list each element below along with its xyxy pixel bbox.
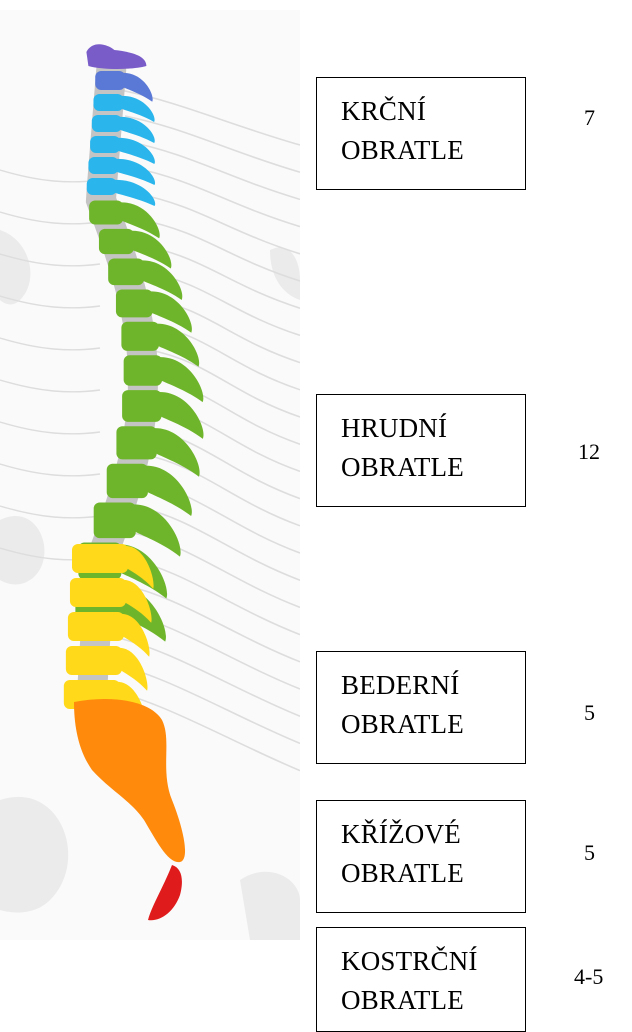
label-coccygeal: KOSTRČNÍ OBRATLE: [316, 927, 526, 1032]
count-coccygeal: 4-5: [574, 964, 603, 990]
thoracic-vertebra-body: [116, 426, 156, 459]
label-sacral: KŘÍŽOVÉ OBRATLE: [316, 800, 526, 913]
thoracic-vertebra-body: [108, 259, 144, 286]
label-sacral-line2: OBRATLE: [341, 854, 525, 893]
label-lumbar-line2: OBRATLE: [341, 705, 525, 744]
background-shape: [240, 872, 300, 940]
thoracic-vertebra-body: [116, 289, 153, 317]
lumbar-vertebra-body: [72, 544, 128, 573]
thoracic-vertebra-body: [122, 390, 161, 422]
label-cervical-line1: KRČNÍ: [341, 92, 525, 131]
count-cervical: 7: [584, 105, 595, 131]
spine-illustration: [0, 0, 300, 940]
label-cervical: KRČNÍ OBRATLE: [316, 77, 526, 190]
count-thoracic: 12: [578, 439, 600, 465]
cervical-vertebra-body: [90, 136, 120, 153]
label-coccygeal-line2: OBRATLE: [341, 981, 525, 1020]
label-lumbar-line1: BEDERNÍ: [341, 666, 525, 705]
axis-vertebra-body: [95, 71, 125, 90]
label-lumbar: BEDERNÍ OBRATLE: [316, 651, 526, 764]
thoracic-vertebra-body: [124, 355, 163, 386]
cervical-vertebra-body: [93, 94, 123, 111]
lumbar-vertebra-body: [70, 578, 126, 607]
label-thoracic: HRUDNÍ OBRATLE: [316, 394, 526, 507]
label-thoracic-line1: HRUDNÍ: [341, 409, 525, 448]
label-thoracic-line2: OBRATLE: [341, 448, 525, 487]
thoracic-vertebra-body: [94, 502, 136, 538]
count-sacral: 5: [584, 840, 595, 866]
count-lumbar: 5: [584, 700, 595, 726]
thoracic-vertebra-body: [89, 201, 123, 225]
thoracic-vertebra-body: [121, 322, 159, 351]
thoracic-vertebra-body: [99, 229, 134, 254]
cervical-vertebra-body: [88, 157, 118, 174]
lumbar-vertebra-body: [66, 646, 122, 675]
lumbar-vertebra-body: [68, 612, 124, 641]
label-sacral-line1: KŘÍŽOVÉ: [341, 815, 525, 854]
label-cervical-line2: OBRATLE: [341, 131, 525, 170]
label-coccygeal-line1: KOSTRČNÍ: [341, 942, 525, 981]
cervical-vertebra-body: [92, 115, 122, 132]
cervical-vertebra-body: [87, 178, 117, 195]
thoracic-vertebra-body: [107, 464, 148, 498]
